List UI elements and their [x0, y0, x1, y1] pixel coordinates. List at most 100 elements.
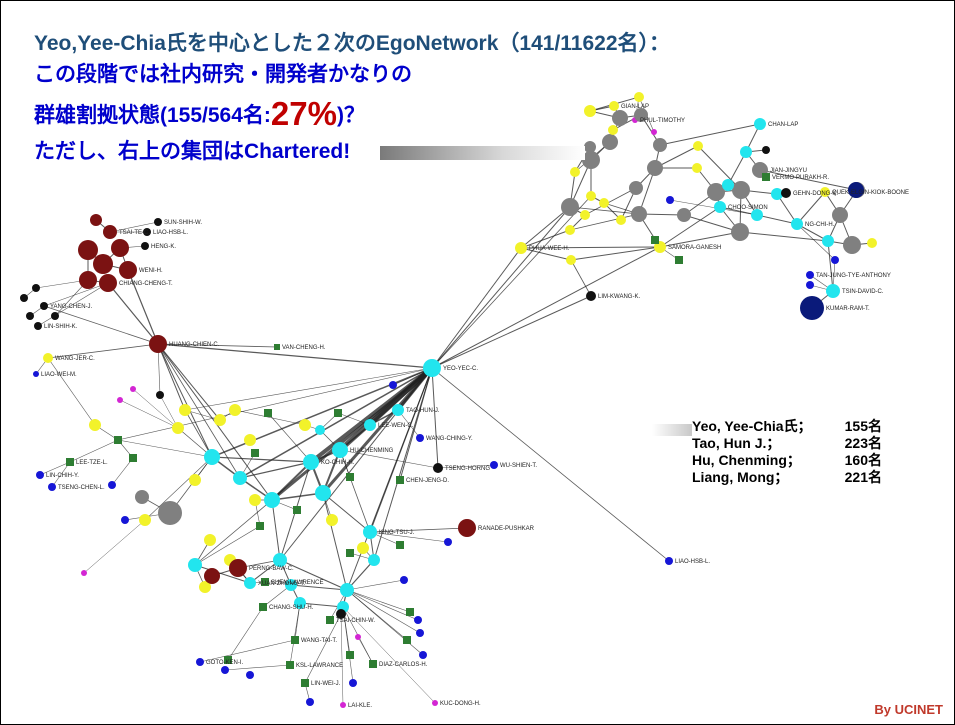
network-node [51, 312, 59, 320]
network-node [117, 397, 123, 403]
network-edge [157, 343, 213, 458]
stat-count: 223名 [844, 435, 882, 451]
network-node [693, 141, 703, 151]
network-node [93, 254, 113, 274]
node-label: WANG-TAI-T. [301, 638, 337, 644]
network-edge [234, 409, 306, 426]
network-edge [431, 367, 670, 562]
network-node [396, 476, 404, 484]
network-edge [437, 464, 495, 469]
network-node [634, 108, 648, 122]
network-edge [144, 456, 213, 521]
node-label: LIAO-WEI-M. [41, 372, 77, 378]
network-node [139, 514, 151, 526]
network-edge [431, 295, 592, 369]
network-node [714, 201, 726, 213]
network-edge [322, 492, 348, 591]
network-edge [759, 169, 858, 191]
network-node [731, 223, 749, 241]
network-node [332, 442, 348, 458]
node-label: WANG-JER-C. [55, 356, 95, 362]
network-node [368, 554, 380, 566]
network-edge [369, 527, 468, 533]
network-node [81, 570, 87, 576]
network-edge [290, 584, 348, 591]
network-node [286, 661, 294, 669]
node-label: HENG-K. [151, 244, 176, 250]
network-node [800, 296, 824, 320]
network-node [188, 558, 202, 572]
node-label: LIN-WEI-J. [311, 681, 341, 687]
stat-row: Yeo, Yee-Chia氏；155名 [692, 418, 882, 435]
network-edge [570, 246, 661, 261]
network-node [114, 436, 122, 444]
node-label: WANG-CHING-Y. [426, 436, 473, 442]
network-edge [39, 461, 71, 476]
network-edge [342, 606, 436, 704]
network-node [189, 474, 201, 486]
network-edge [69, 439, 119, 463]
network-edge [43, 305, 159, 345]
network-edge [368, 366, 434, 427]
network-node [340, 583, 354, 597]
node-label: WU-SHIEN-T. [500, 463, 537, 469]
node-label: CHAN-LAP [768, 122, 798, 128]
network-node [158, 501, 182, 525]
stat-name: Tao, Hun J.； [692, 435, 781, 451]
network-edge [357, 636, 374, 665]
network-edge [659, 231, 741, 248]
network-node [103, 225, 117, 239]
network-node [294, 597, 306, 609]
network-node [822, 235, 834, 247]
network-node [20, 294, 28, 302]
network-node [32, 284, 40, 292]
node-label: KING-TSU-J. [379, 530, 415, 536]
network-edge [520, 229, 571, 249]
network-node [843, 236, 861, 254]
node-label: PHUA-WEE-H. [529, 246, 570, 252]
network-node [363, 525, 377, 539]
network-node [264, 409, 272, 417]
node-label: VERMO-PURAKH-R. [772, 175, 829, 181]
network-edge [373, 367, 433, 561]
network-edge [117, 367, 433, 441]
network-node [119, 261, 137, 279]
node-label: TSAI-TE-C. [119, 230, 150, 236]
network-node [414, 616, 422, 624]
network-edge [107, 282, 159, 345]
node-label: CHANG-SHU-H. [269, 605, 314, 611]
node-label: PERNG-BAW-C. [249, 566, 294, 572]
network-node [299, 419, 311, 431]
network-node [584, 141, 596, 153]
network-edge [346, 589, 421, 634]
node-label: LAI-KLE. [348, 703, 372, 709]
network-node [293, 506, 301, 514]
network-node [224, 656, 232, 664]
network-node [416, 434, 424, 442]
network-node [608, 125, 618, 135]
network-edge [194, 499, 273, 566]
network-edge [659, 123, 761, 146]
node-label: XUAN-ZHONG-T. [258, 581, 305, 587]
network-edge [369, 531, 449, 543]
node-label: KUMAR-RAM-T. [826, 306, 870, 312]
headline-line2-pre: 群雄割拠状態(155/564名: [34, 104, 271, 127]
node-label: CHEN-JENG-D. [406, 478, 449, 484]
stat-row: Liang, Mong；221名 [692, 469, 882, 486]
node-label: DIAZ-CARLOS-H. [379, 662, 428, 668]
network-edge [51, 461, 71, 488]
network-node [129, 454, 137, 462]
stat-name: Yeo, Yee-Chia氏； [692, 418, 812, 434]
network-edge [340, 613, 344, 706]
network-node [570, 167, 580, 177]
network-edge [520, 246, 661, 249]
network-edge [127, 269, 159, 345]
network-edge [157, 343, 241, 479]
slide-title: Yeo,Yee-Chia氏を中心とした２次のEgoNetwork（141/116… [34, 32, 671, 55]
network-edge [776, 193, 798, 225]
network-edge [111, 457, 134, 486]
network-node [90, 214, 102, 226]
network-node [762, 173, 770, 181]
network-edge [697, 145, 742, 191]
node-label: SUN-SHIH-W. [164, 220, 202, 226]
